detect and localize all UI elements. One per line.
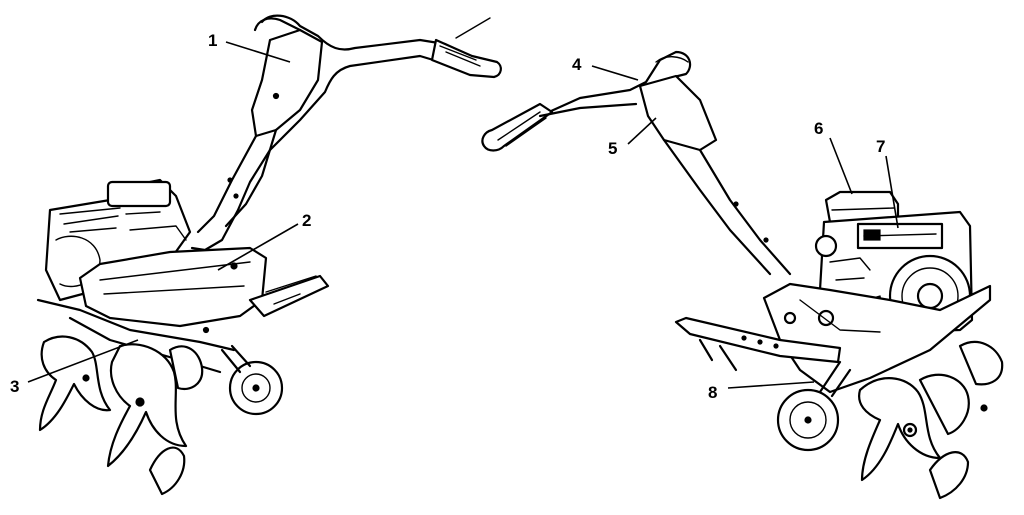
left-tiller-illustration — [36, 14, 502, 496]
right-handle-mount-plate — [638, 74, 718, 152]
callout-label: 2 — [302, 211, 311, 230]
callout-label: 1 — [208, 31, 217, 50]
left-depth-bar — [248, 274, 330, 318]
callout-label: 7 — [876, 137, 885, 156]
left-handle-mount-plate — [250, 28, 324, 138]
left-tines — [38, 335, 204, 496]
callout-4: 4 — [572, 55, 639, 81]
right-chassis — [762, 282, 992, 394]
right-tiller-illustration — [481, 50, 1004, 500]
callout-6: 6 — [814, 119, 853, 195]
callout-5: 5 — [608, 117, 657, 158]
callout-label: 6 — [814, 119, 823, 138]
callout-1: 1 — [208, 31, 291, 63]
right-tines — [858, 340, 1004, 500]
callout-label: 5 — [608, 139, 617, 158]
left-handle-grip — [430, 38, 502, 79]
right-handle-bar — [488, 50, 692, 148]
callout-2: 2 — [217, 211, 311, 271]
callout-8: 8 — [708, 381, 815, 402]
callout-label: 8 — [708, 383, 717, 402]
callout-label: 3 — [10, 377, 19, 396]
callout-3: 3 — [10, 339, 139, 396]
callout-label: 4 — [572, 55, 582, 74]
callout-7: 7 — [876, 137, 899, 229]
right-depth-bar — [674, 316, 842, 364]
